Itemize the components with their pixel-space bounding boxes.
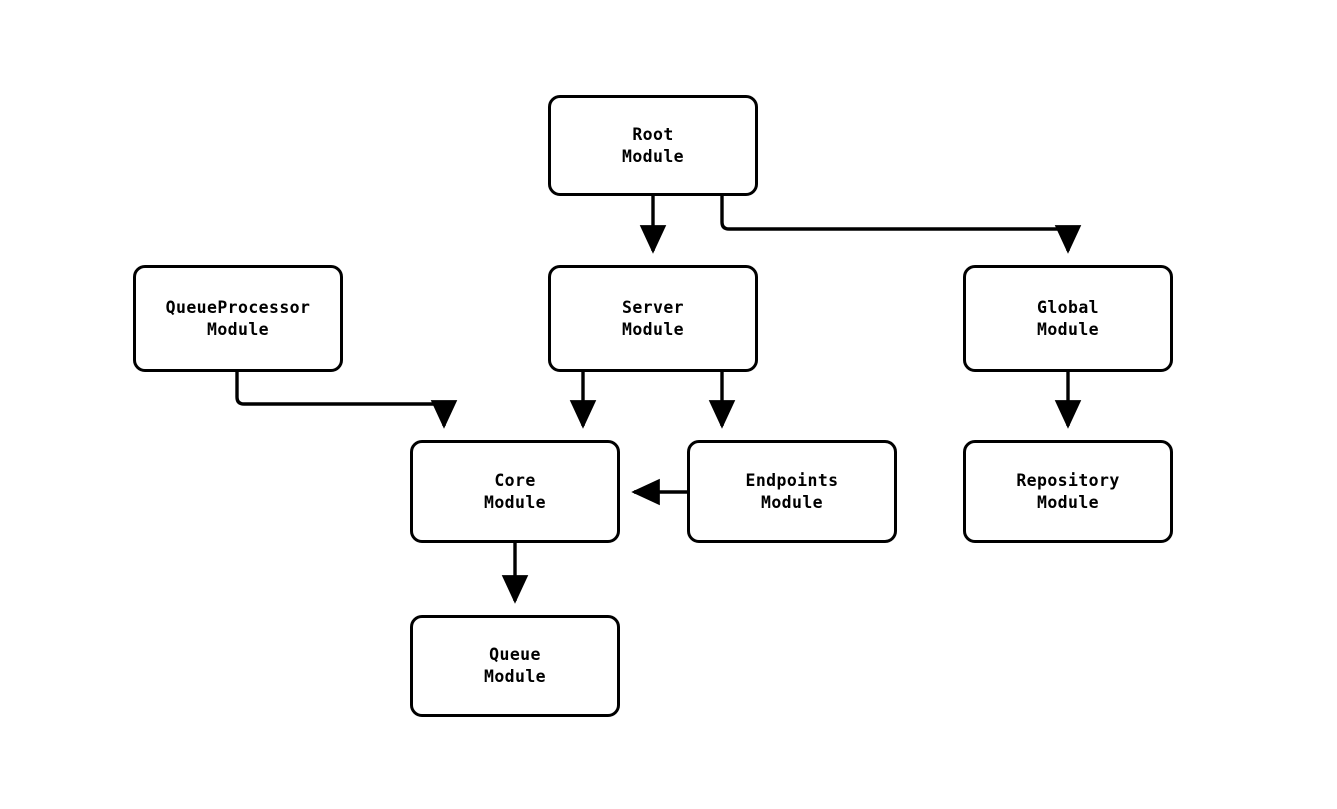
node-title: Endpoints	[745, 470, 839, 490]
node-subtitle: Module	[206, 319, 269, 339]
node-subtitle: Module	[621, 319, 684, 339]
node-title: Queue	[489, 645, 541, 664]
node-title: Core	[494, 470, 536, 490]
node-server-module[interactable]: Server Module	[548, 265, 758, 372]
node-title: Root	[632, 124, 674, 144]
edge-root-to-global	[720, 196, 1082, 254]
node-root-module[interactable]: Root Module	[548, 95, 758, 196]
node-subtitle: Module	[760, 492, 823, 512]
edge-queueprocessor-to-core	[235, 372, 458, 429]
node-title: QueueProcessor	[165, 297, 311, 317]
node-subtitle: Module	[1036, 319, 1099, 339]
node-title: Server	[621, 297, 684, 317]
node-subtitle: Module	[1036, 492, 1099, 512]
node-global-module[interactable]: Global Module	[963, 265, 1173, 372]
node-subtitle: Module	[621, 146, 684, 166]
node-core-module[interactable]: Core Module	[410, 440, 620, 543]
node-title: Repository	[1016, 470, 1120, 490]
node-queueprocessor-module[interactable]: QueueProcessor Module	[133, 265, 343, 372]
node-endpoints-module[interactable]: Endpoints Module	[687, 440, 897, 543]
node-subtitle: Module	[483, 492, 546, 512]
node-title: Global	[1036, 297, 1099, 317]
node-subtitle: Module	[483, 667, 546, 686]
node-repository-module[interactable]: Repository Module	[963, 440, 1173, 543]
node-queue-module[interactable]: Queue Module	[410, 615, 620, 717]
